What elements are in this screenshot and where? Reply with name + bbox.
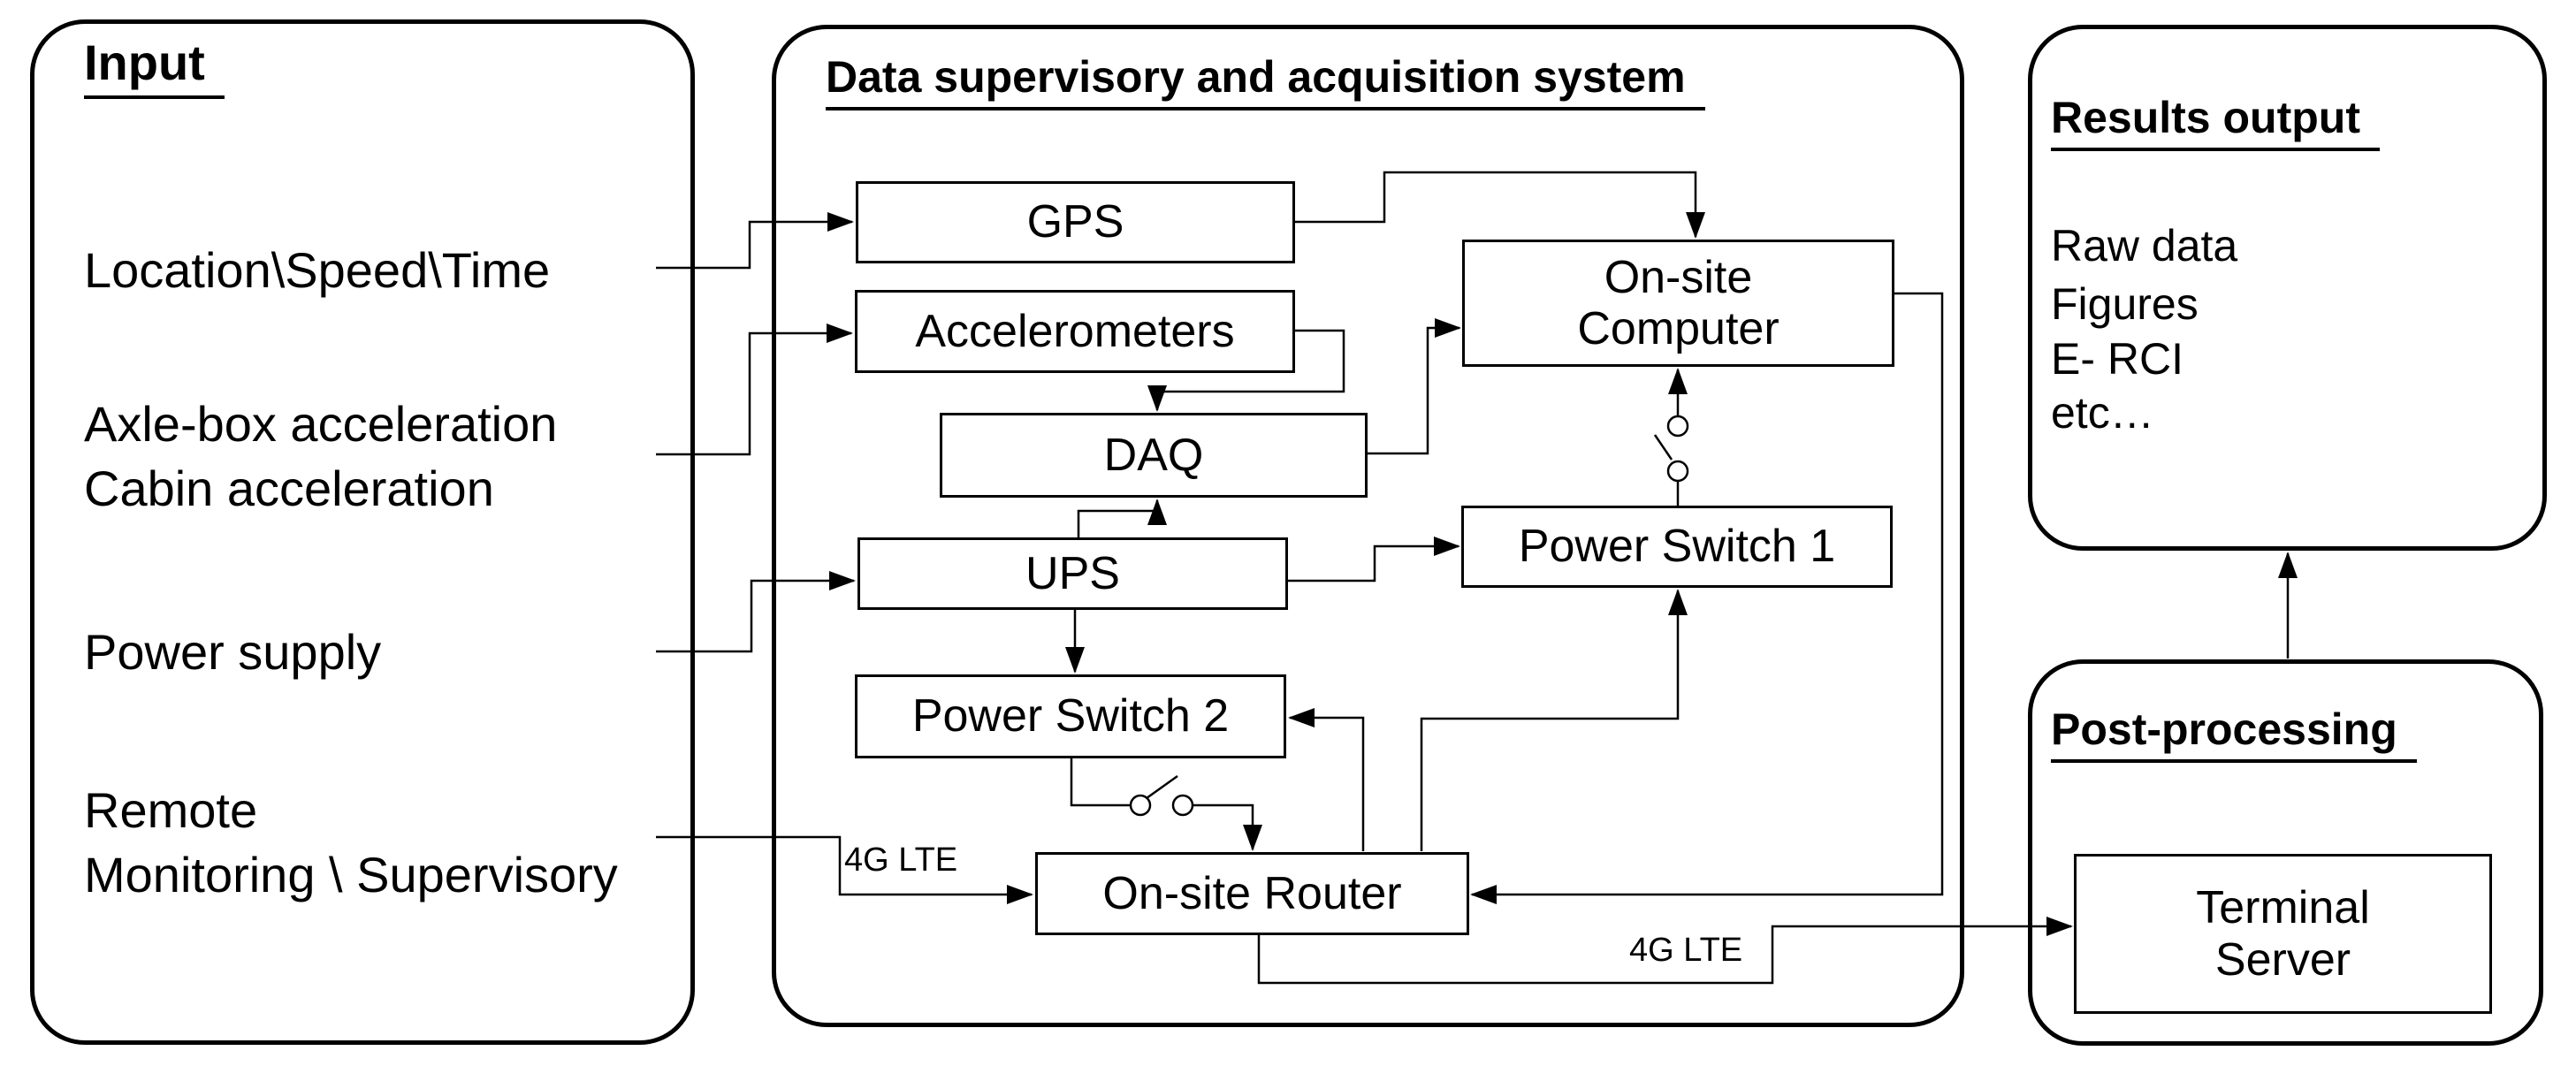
switch-2-icon: [1070, 758, 1262, 851]
edge-ups-daq: [1077, 499, 1167, 537]
results-item-etc: etc…: [2051, 388, 2154, 438]
edge-router-ps1: [1420, 589, 1688, 851]
system-container: [772, 25, 1964, 1027]
switch-1-icon: [1653, 368, 1689, 506]
lte-label-right: 4G LTE: [1629, 932, 1743, 969]
post-processing-title: Post-processing: [2051, 704, 2417, 763]
edge-router-ps2: [1288, 708, 1365, 851]
post-processing-container: [2028, 659, 2543, 1046]
block-accelerometers: Accelerometers: [855, 290, 1295, 373]
system-title: Data supervisory and acquisition system: [826, 51, 1705, 110]
block-power-switch-1: Power Switch 1: [1461, 506, 1893, 588]
block-on-site-router: On-site Router: [1035, 852, 1469, 935]
results-container: [2028, 25, 2547, 551]
edge-ups-ps1: [1288, 537, 1460, 582]
input-item-location: Location\Speed\Time: [84, 242, 551, 298]
edge-daq-computer: [1368, 318, 1461, 455]
block-gps: GPS: [856, 181, 1295, 263]
edge-power-ups: [656, 571, 856, 653]
input-container: [30, 19, 695, 1045]
edge-gps-computer: [1295, 171, 1705, 239]
results-item-raw-data: Raw data: [2051, 221, 2238, 270]
results-item-erci: E- RCI: [2051, 334, 2184, 384]
edge-location-gps: [656, 212, 854, 270]
input-item-power: Power supply: [84, 624, 382, 680]
edge-accelerometers-daq: [1147, 329, 1345, 412]
results-item-figures: Figures: [2051, 279, 2199, 329]
edge-computer-router: [1470, 292, 1944, 904]
block-terminal-server: Terminal Server: [2074, 854, 2492, 1014]
results-title: Results output: [2051, 92, 2380, 151]
input-item-remote: Remote: [84, 782, 258, 838]
lte-label-left: 4G LTE: [844, 841, 958, 879]
input-item-axlebox: Axle-box acceleration: [84, 396, 558, 452]
block-ups: UPS: [857, 537, 1288, 610]
edge-remote-router: [656, 835, 1033, 904]
input-item-cabin: Cabin acceleration: [84, 461, 494, 516]
edge-axlebox-accelerometers: [656, 324, 853, 456]
block-power-switch-2: Power Switch 2: [855, 674, 1286, 758]
input-item-monitoring: Monitoring \ Supervisory: [84, 847, 618, 902]
input-title: Input: [84, 34, 225, 99]
block-on-site-computer: On-site Computer: [1462, 240, 1894, 367]
block-daq: DAQ: [940, 413, 1368, 498]
edge-router-terminal: [1257, 917, 2073, 985]
